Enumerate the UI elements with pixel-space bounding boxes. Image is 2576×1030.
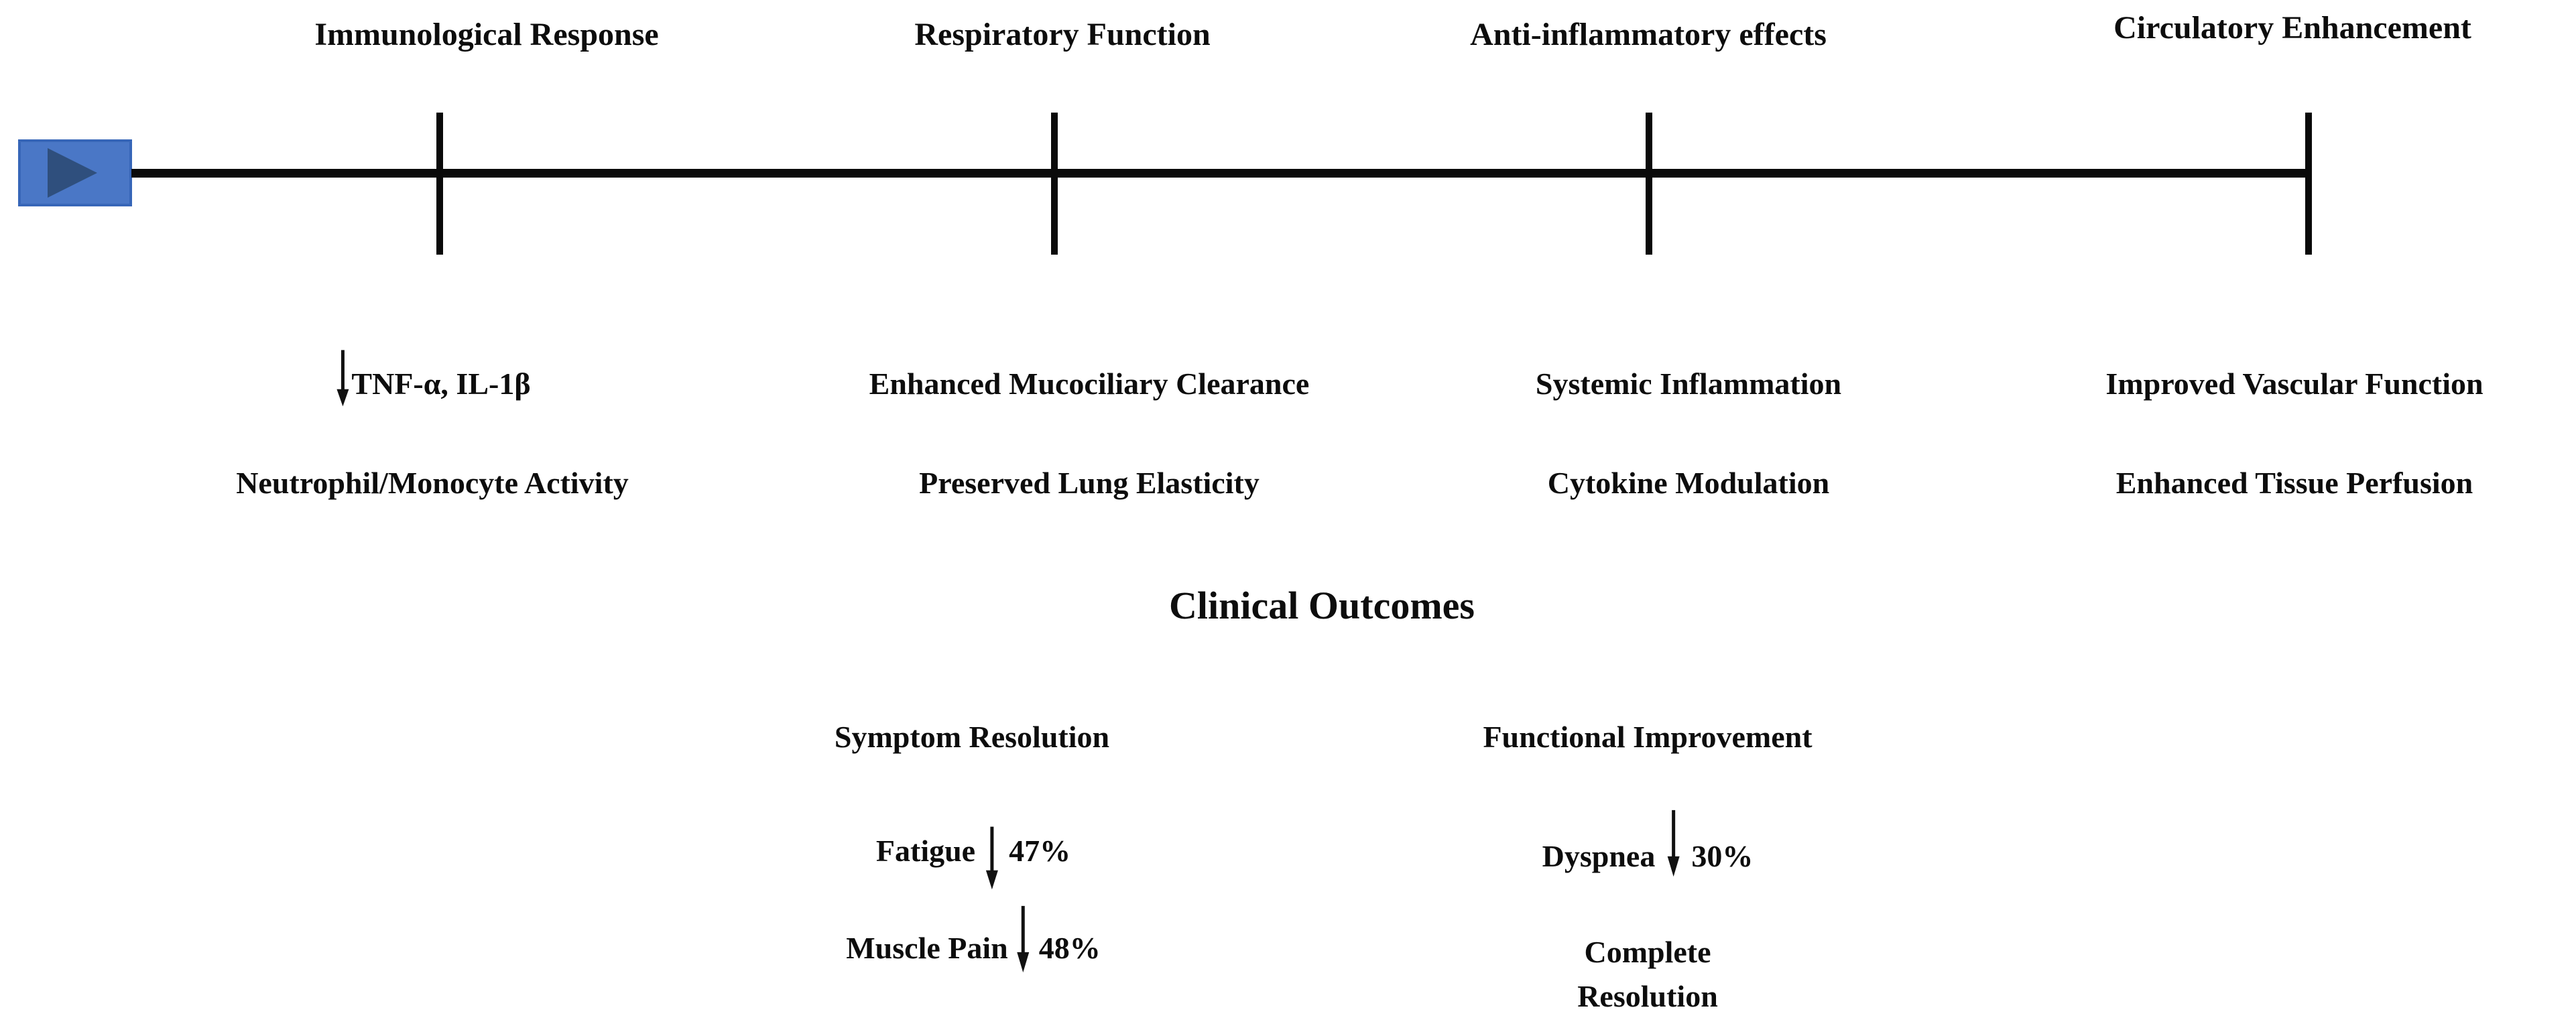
milestone-label-circulatory: Circulatory Enhancement <box>2113 10 2471 46</box>
milestone-label-respiratory: Respiratory Function <box>914 17 1211 52</box>
detail-respiratory-line1: Enhanced Mucociliary Clearance <box>869 366 1310 401</box>
outcome-value: 48% <box>1038 931 1101 965</box>
outcome-text-line1: Complete <box>1584 935 1711 969</box>
down-arrow-icon <box>1664 810 1682 879</box>
symptom-resolution-heading: Symptom Resolution <box>834 720 1110 754</box>
detail-antiinflammatory-line2: Cytokine Modulation <box>1548 465 1829 501</box>
play-icon <box>48 148 97 198</box>
detail-respiratory-line2: Preserved Lung Elasticity <box>919 465 1260 501</box>
outcome-dyspnea: Dyspnea 30% <box>1542 810 1754 879</box>
detail-text: Neutrophil/Monocyte Activity <box>236 466 629 500</box>
outcome-fatigue: Fatigue 47% <box>875 826 1071 890</box>
outcome-complete-resolution: Complete Resolution <box>1577 930 1718 1019</box>
timeline-tick-respiratory <box>1051 113 1058 255</box>
outcome-label: Fatigue <box>875 834 976 868</box>
functional-improvement-heading: Functional Improvement <box>1483 720 1813 754</box>
detail-text: Enhanced Tissue Perfusion <box>2115 466 2473 500</box>
outcome-text-line2: Resolution <box>1577 979 1718 1013</box>
detail-text: Improved Vascular Function <box>2105 367 2483 401</box>
detail-text: TNF-α, IL-1β <box>351 367 531 401</box>
detail-text: Cytokine Modulation <box>1547 466 1830 500</box>
detail-circulatory-line1: Improved Vascular Function <box>2105 366 2483 401</box>
outcome-label: Muscle Pain <box>846 931 1008 965</box>
clinical-outcomes-title: Clinical Outcomes <box>1169 584 1475 627</box>
down-arrow-icon <box>334 350 351 407</box>
detail-antiinflammatory-line1: Systemic Inflammation <box>1536 366 1841 401</box>
play-marker[interactable] <box>18 139 132 206</box>
timeline-axis <box>131 169 2309 178</box>
detail-text: Enhanced Mucociliary Clearance <box>869 367 1310 401</box>
down-arrow-icon <box>983 826 1001 890</box>
detail-text: Preserved Lung Elasticity <box>919 466 1260 500</box>
timeline-tick-antiinflammatory <box>1646 113 1652 255</box>
outcome-muscle-pain: Muscle Pain 48% <box>846 905 1101 973</box>
timeline-tick-immunological <box>436 113 443 255</box>
timeline-tick-circulatory <box>2305 113 2312 255</box>
detail-circulatory-line2: Enhanced Tissue Perfusion <box>2116 465 2473 501</box>
down-arrow-icon <box>1015 905 1032 973</box>
detail-immunological-line1: TNF-α, IL-1β <box>334 350 531 407</box>
outcome-label: Dyspnea <box>1542 839 1656 873</box>
milestone-label-immunological: Immunological Response <box>314 17 659 52</box>
outcome-value: 30% <box>1691 839 1754 873</box>
milestone-label-antiinflammatory: Anti-inflammatory effects <box>1470 17 1827 52</box>
detail-text: Systemic Inflammation <box>1535 367 1842 401</box>
detail-immunological-line2: Neutrophil/Monocyte Activity <box>236 465 629 501</box>
outcome-value: 47% <box>1009 834 1071 868</box>
